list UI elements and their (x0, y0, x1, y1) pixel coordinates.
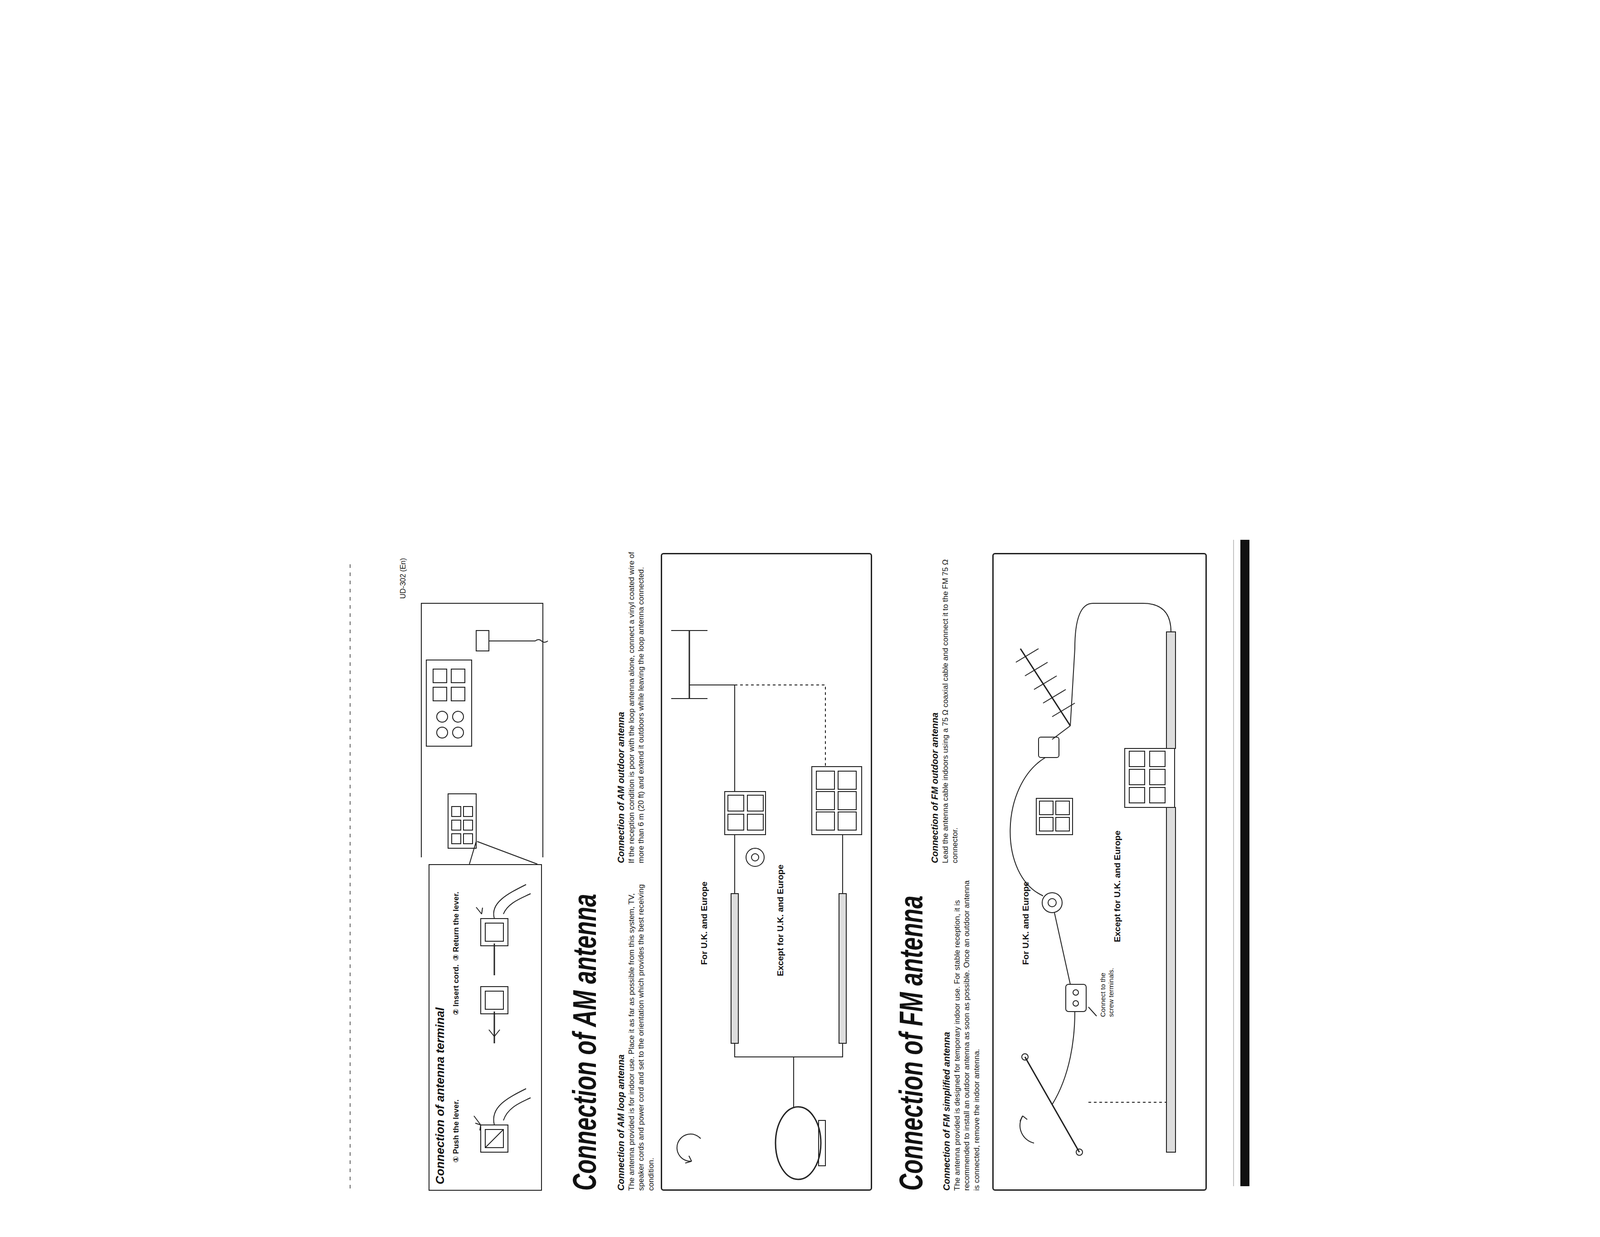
step-text: ① Push the lever. (451, 1099, 461, 1163)
step-text: ③ Return the lever. (451, 891, 461, 961)
region-label: For U.K. and Europe (1020, 881, 1031, 965)
body-text: If the reception condition is poor with … (626, 550, 647, 864)
instruction-panel: Connection of antenna terminal① Push the… (428, 863, 542, 1191)
body-text: Lead the antenna cable indoors using a 7… (940, 550, 961, 864)
sub-heading: Connection of FM outdoor antenna (929, 712, 941, 864)
am-antenna-art (671, 630, 862, 1180)
note-text: Connect to the screw terminals. (1098, 955, 1116, 1017)
terminal-steps-art (473, 884, 531, 1152)
section-heading: Connection of AM antenna (566, 893, 603, 1191)
model-code: UD-302 (En) (399, 557, 408, 599)
diagram-frame: For U.K. and Europe Except for U.K. and E… (660, 552, 873, 1191)
fm-antenna-art (1009, 603, 1176, 1156)
region-label: For U.K. and Europe (699, 881, 710, 965)
sub-heading: Connection of FM simplified antenna (941, 1031, 952, 1191)
section-heading: Connection of FM antenna (893, 895, 930, 1191)
rotated-page: Connection of antenna terminal① Push the… (344, 539, 1252, 1193)
panel-heading: Connection of antenna terminal (433, 1007, 448, 1185)
rear-panel-art (421, 603, 548, 864)
region-label: Except for U.K. and Europe (775, 864, 786, 976)
body-text: The antenna provided is for indoor use. … (626, 873, 656, 1191)
step-text: ② Insert cord. (451, 964, 461, 1015)
sub-heading: Connection of AM loop antenna (615, 1054, 627, 1191)
region-label: Except for U.K. and Europe (1112, 830, 1123, 942)
sub-heading: Connection of AM outdoor antenna (615, 711, 627, 864)
diagram-frame: For U.K. and EuropeConnect to the screw … (992, 552, 1207, 1191)
body-text: The antenna provided is designed for tem… (952, 873, 982, 1191)
